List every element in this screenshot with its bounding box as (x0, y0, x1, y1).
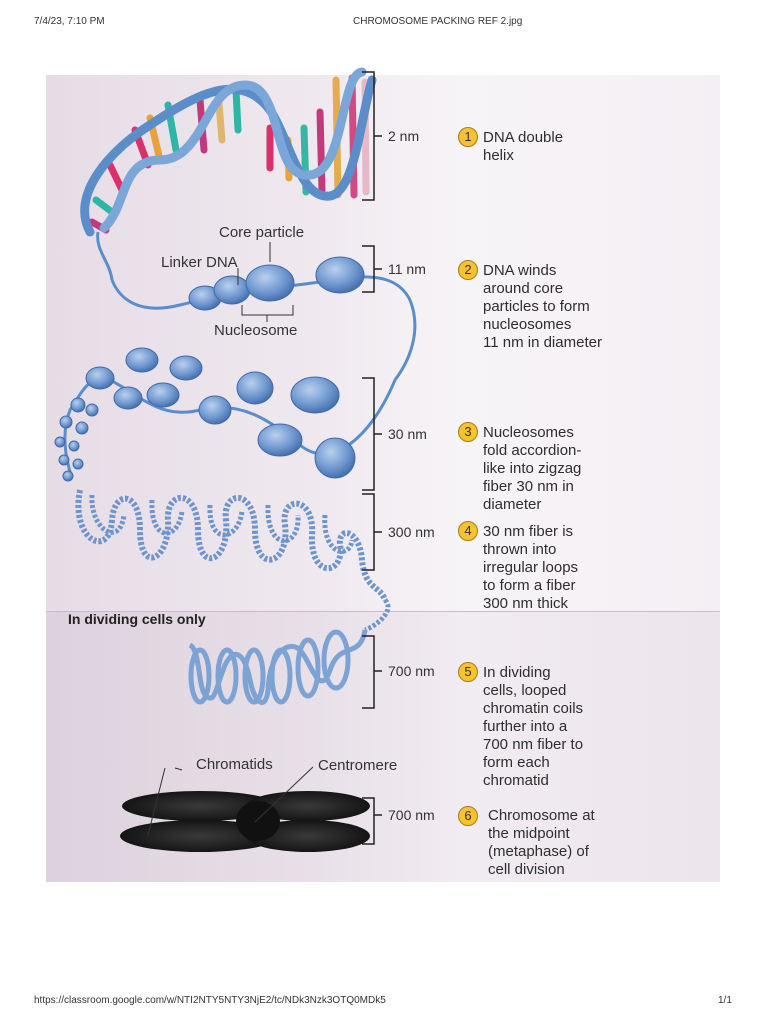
step-3-line: fold accordion- (483, 442, 582, 459)
step-description-2: DNA winds around core particles to form … (483, 262, 623, 352)
nucleosome-label: Nucleosome (214, 322, 298, 339)
step-5-line: chromatin coils (483, 700, 584, 717)
centromere-label: Centromere (318, 757, 398, 774)
dividing-cells-heading: In dividing cells only (68, 611, 206, 627)
step-5-line: cells, looped (483, 682, 567, 699)
step-description-4: 30 nm fiber is thrown into irregular loo… (483, 523, 623, 613)
step-4-line: thrown into (483, 541, 557, 558)
print-datetime: 7/4/23, 7:10 PM (34, 16, 105, 27)
step-2-line: particles to form (483, 298, 590, 315)
document-title: CHROMOSOME PACKING REF 2.jpg (353, 16, 523, 27)
step-6-line: Chromosome at (488, 807, 595, 824)
step-description-5: In dividing cells, looped chromatin coil… (483, 664, 623, 790)
step-5-line: chromatid (483, 772, 549, 789)
step-4-line: 30 nm fiber is (483, 523, 574, 540)
step-1-line: helix (483, 147, 514, 164)
scale-label-step-2: 11 nm (388, 261, 426, 277)
zigzag-fiber (54, 347, 397, 482)
metaphase-chromosome (120, 766, 370, 852)
page-url: https://classroom.google.com/w/NTI2NTY5N… (34, 995, 386, 1006)
scale-brackets (362, 71, 382, 845)
coiled-chromatid (188, 629, 368, 705)
step-badge-5: 5 (458, 662, 478, 682)
step-badge-1: 1 (458, 127, 478, 147)
step-3-line: like into zigzag (483, 460, 582, 477)
linker-dna-label: Linker DNA (161, 254, 238, 271)
dna-double-helix (80, 67, 377, 281)
step-badge-6: 6 (458, 806, 478, 826)
step-2-line: DNA winds (483, 262, 557, 279)
step-6-line: (metaphase) of (488, 843, 589, 860)
step-badge-4: 4 (458, 521, 478, 541)
scale-label-step-3: 30 nm (388, 426, 427, 442)
step-4-line: 300 nm thick (483, 595, 569, 612)
step-2-line: 11 nm in diameter (483, 334, 602, 351)
scale-label-step-1: 2 nm (388, 128, 420, 144)
step-5-line: In dividing (483, 664, 551, 681)
step-description-1: DNA double helix (483, 129, 623, 165)
chromatids-label: Chromatids (196, 756, 273, 773)
step-4-line: irregular loops (483, 559, 579, 576)
scale-label-step-5: 700 nm (388, 663, 435, 679)
core-particle-label: Core particle (219, 224, 305, 241)
step-3-line: Nucleosomes (483, 424, 574, 441)
step-5-line: 700 nm fiber to (483, 736, 584, 753)
step-4-line: to form a fiber (483, 577, 576, 594)
step-description-6: Chromosome at the midpoint (metaphase) o… (488, 807, 628, 879)
step-6-line: the midpoint (488, 825, 570, 842)
scale-label-step-6: 700 nm (388, 807, 435, 823)
looped-fiber (75, 489, 391, 633)
step-3-line: fiber 30 nm in (483, 478, 574, 495)
step-badge-3: 3 (458, 422, 478, 442)
step-6-line: cell division (488, 861, 565, 878)
scale-label-step-4: 300 nm (388, 524, 435, 540)
step-description-3: Nucleosomes fold accordion- like into zi… (483, 424, 623, 514)
dividing-cells-divider (46, 611, 720, 612)
step-5-line: further into a (483, 718, 568, 735)
step-3-line: diameter (483, 496, 542, 513)
step-badge-2: 2 (458, 260, 478, 280)
step-2-line: around core (483, 280, 564, 297)
nucleosome-string (110, 242, 417, 381)
page-number: 1/1 (718, 995, 732, 1006)
step-1-line: DNA double (483, 129, 564, 146)
step-5-line: form each (483, 754, 550, 771)
step-2-line: nucleosomes (483, 316, 572, 333)
